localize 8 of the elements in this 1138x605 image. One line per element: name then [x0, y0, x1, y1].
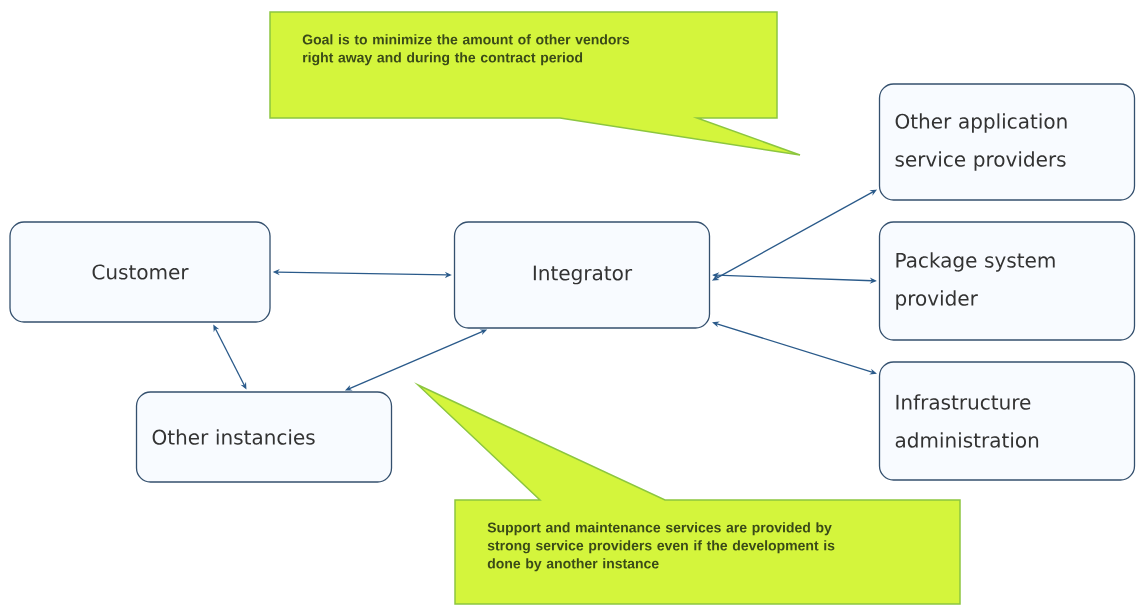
process-box: Customer: [9, 221, 271, 323]
process-box: Package system provider: [878, 221, 1136, 341]
arrow: [712, 321, 877, 375]
process-box: Other application service providers: [878, 83, 1136, 201]
process-box: Infrastructure administration: [878, 361, 1136, 481]
process-box: Integrator: [453, 221, 711, 329]
process-box: Other instancies: [135, 391, 393, 483]
callout: Goal is to minimize the amount of other vendors right away and during the contract period: [269, 11, 801, 156]
